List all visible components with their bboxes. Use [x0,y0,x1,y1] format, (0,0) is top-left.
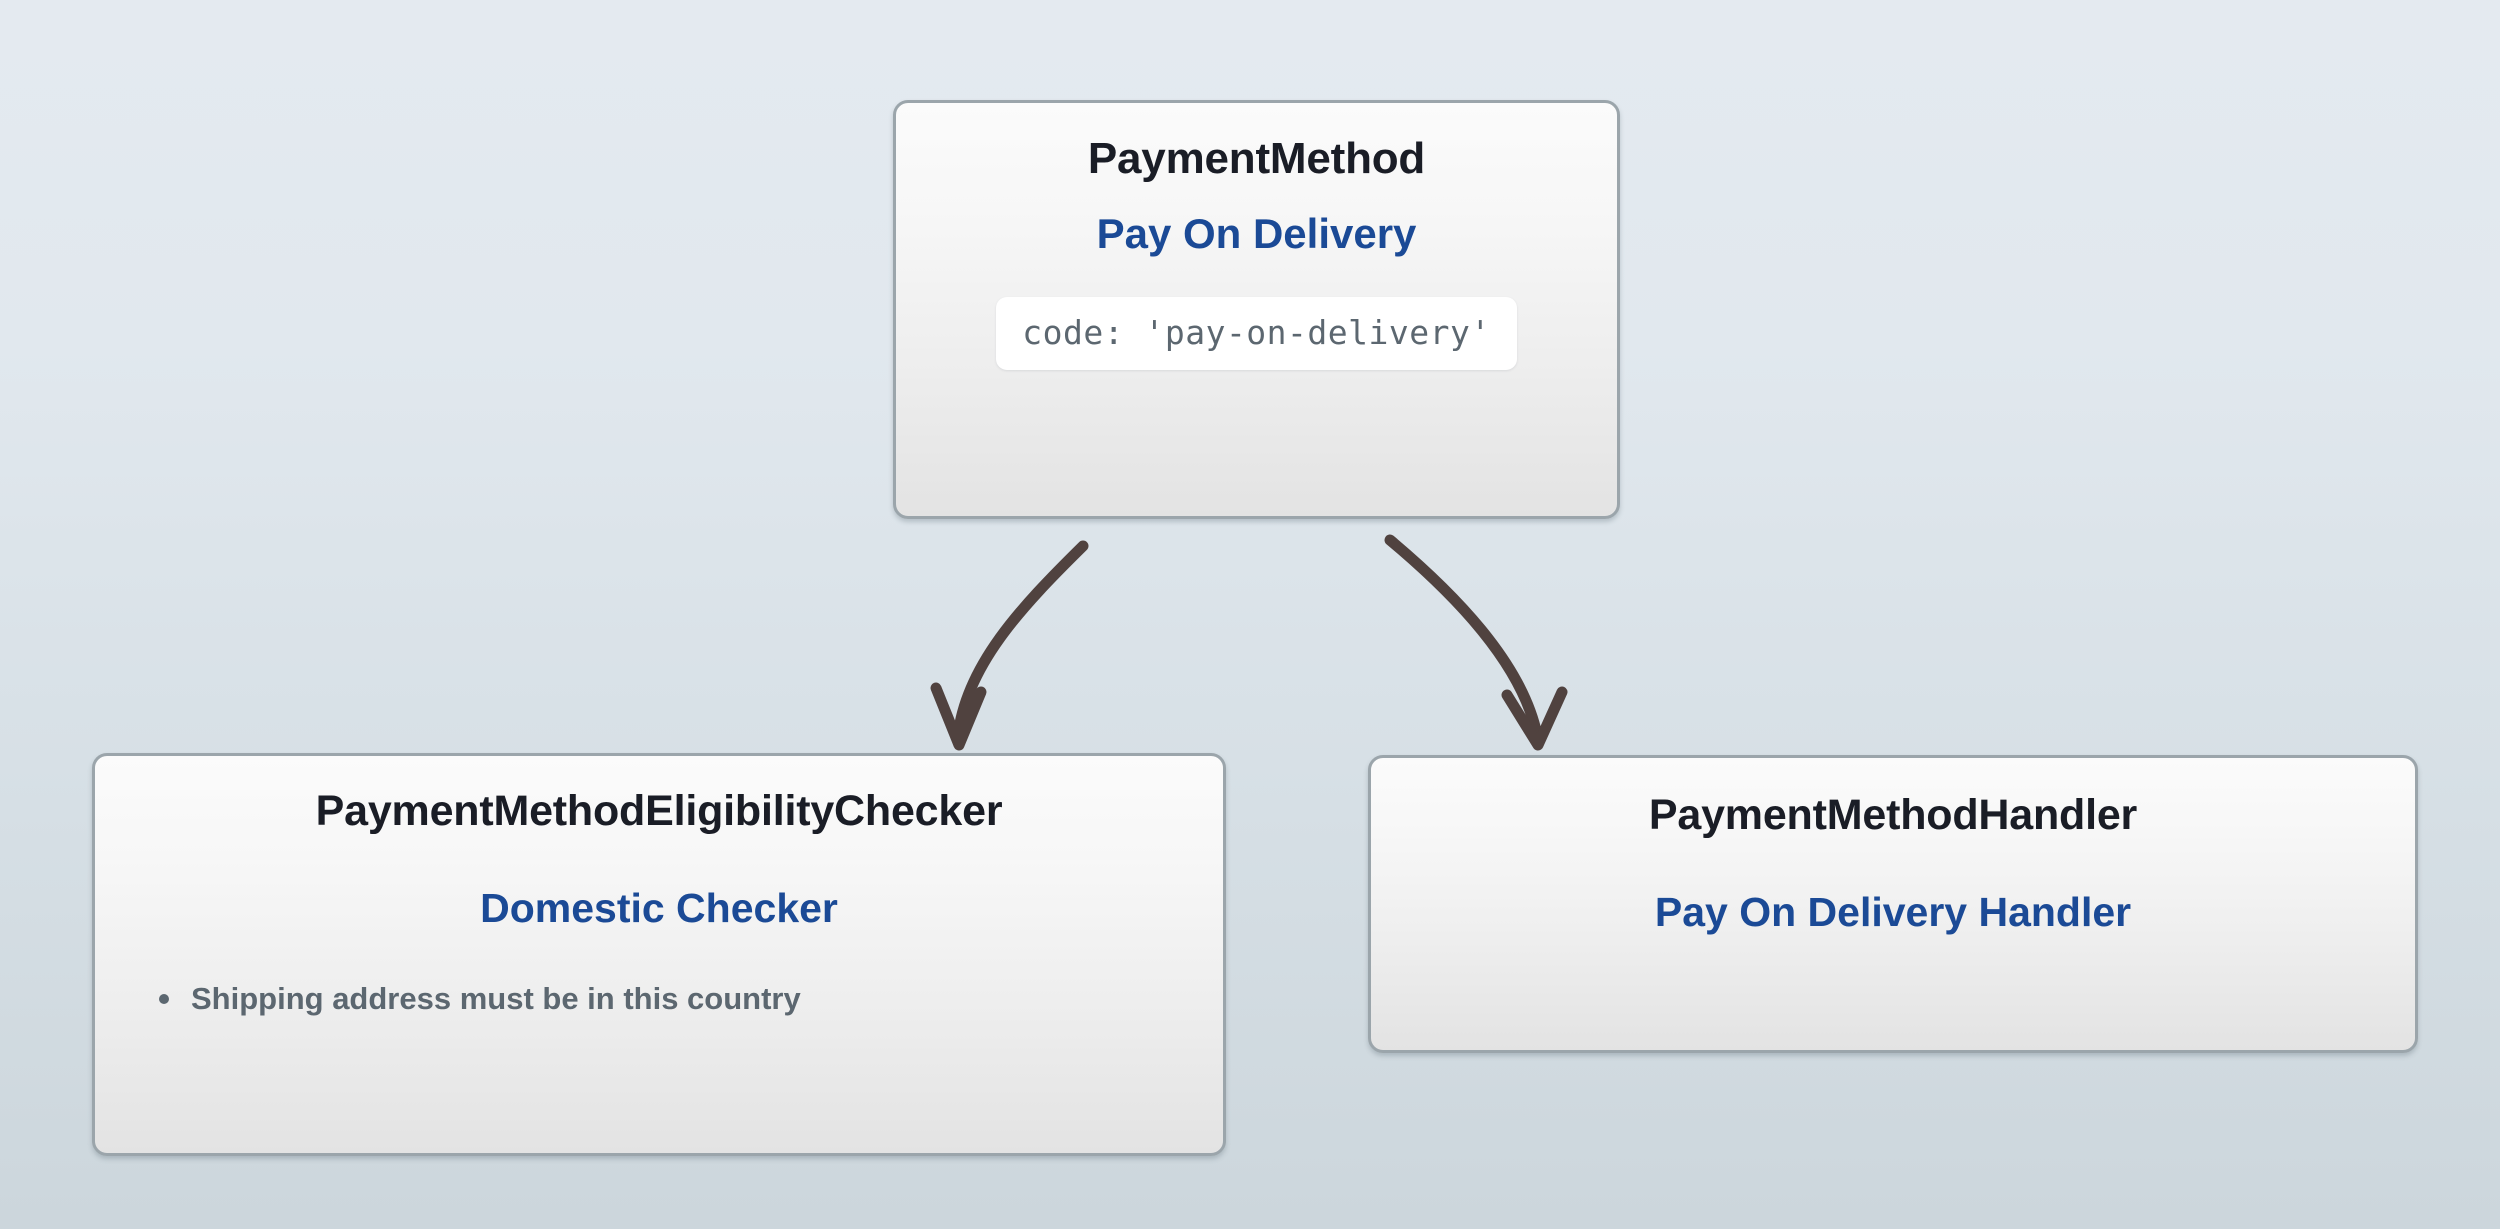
node-label: Pay On Delivery Handler [1654,889,2132,936]
node-class-name: PaymentMethodHandler [1648,791,2138,839]
node-class-name: PaymentMethodEligibilityChecker [315,787,1003,835]
node-payment-method[interactable]: PaymentMethod Pay On Delivery code: 'pay… [893,100,1620,519]
edge-root-to-handler [1384,534,1568,751]
node-class-name: PaymentMethod [1087,134,1426,183]
rule-text: Shipping address must be in this country [191,980,801,1016]
node-payment-method-eligibility-checker[interactable]: PaymentMethodEligibilityChecker Domestic… [92,753,1226,1156]
node-label: Pay On Delivery [1096,209,1417,257]
node-code-chip: code: 'pay-on-delivery' [996,296,1517,370]
node-rule-list: Shipping address must be in this country [95,980,801,1019]
bullet-icon [159,993,169,1004]
node-label: Domestic Checker [480,885,838,932]
edge-root-to-checker [930,540,1089,751]
list-item: Shipping address must be in this country [155,980,801,1019]
node-payment-method-handler[interactable]: PaymentMethodHandler Pay On Delivery Han… [1368,755,2418,1053]
